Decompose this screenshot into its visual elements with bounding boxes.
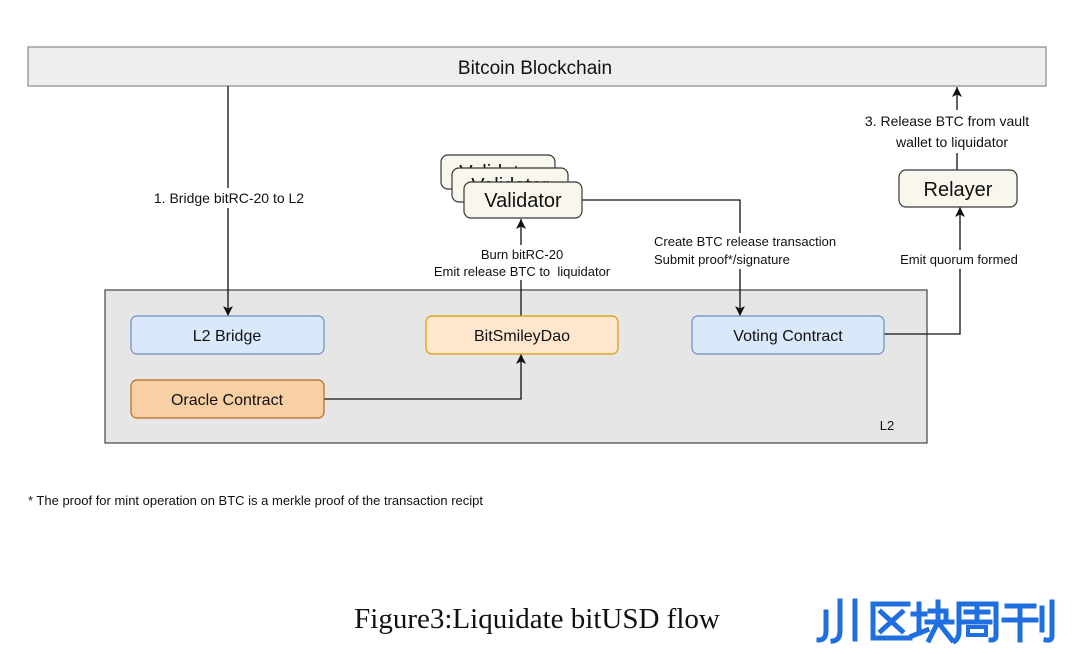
bitcoin-blockchain-box <box>27 46 1047 87</box>
logo-wordmark <box>870 599 1055 645</box>
edge-label-line-1: 3. Release BTC from vault <box>865 113 1029 129</box>
validator-label: Validator <box>484 190 562 212</box>
edge-line <box>324 354 526 400</box>
edge-label-line-1: Create BTC release transaction <box>654 234 836 249</box>
bitsmiley-dao-label: BitSmileyDao <box>474 328 570 345</box>
edge-label-line-1: Burn bitRC-20 <box>481 247 563 262</box>
edge-line <box>884 207 965 335</box>
l2-bridge-node: L2 Bridge <box>130 315 325 355</box>
edge-bridge-to-l2: 1. Bridge bitRC-20 to L2 <box>136 86 322 316</box>
bitcoin-blockchain-node: Bitcoin Blockchain <box>27 46 1047 87</box>
edge-label-line-2: wallet to liquidator <box>895 134 1008 150</box>
edge-label-line-2: Emit release BTC to liquidator <box>434 264 611 279</box>
bitsmiley-dao-box <box>425 315 619 355</box>
footnote: * The proof for mint operation on BTC is… <box>28 493 483 508</box>
edge-label: 1. Bridge bitRC-20 to L2 <box>154 190 304 206</box>
relayer-node: Relayer <box>898 169 1018 208</box>
edge-line <box>582 199 745 316</box>
edge-oracle-to-dao <box>324 354 526 400</box>
l2-bridge-label: L2 Bridge <box>193 328 262 345</box>
edge-label-line-2: Submit proof*/signature <box>654 252 790 267</box>
relayer-label: Relayer <box>924 179 993 201</box>
figure-caption: Figure3:Liquidate bitUSD flow <box>354 603 720 635</box>
oracle-contract-label: Oracle Contract <box>171 392 284 409</box>
voting-contract-label: Voting Contract <box>733 328 843 345</box>
edge-dao-to-validator: Burn bitRC-20 Emit release BTC to liquid… <box>422 219 622 316</box>
validator-box <box>463 181 583 219</box>
edge-validator-to-voting: Create BTC release transaction Submit pr… <box>582 199 857 316</box>
relayer-box <box>898 169 1018 208</box>
l2-container-label: L2 <box>880 418 894 433</box>
l2-bridge-box <box>130 315 325 355</box>
edge-label: Emit quorum formed <box>900 252 1018 267</box>
bitcoin-blockchain-label: Bitcoin Blockchain <box>458 58 612 79</box>
voting-contract-box <box>691 315 885 355</box>
voting-contract-node: Voting Contract <box>691 315 885 355</box>
logo <box>816 598 1055 645</box>
validator-stack: Validator Validator Validator <box>440 154 583 219</box>
edge-voting-to-relayer: Emit quorum formed <box>884 207 1026 335</box>
logo-icon <box>816 598 858 644</box>
edge-relayer-to-bitcoin: 3. Release BTC from vault wallet to liqu… <box>858 87 1032 170</box>
oracle-contract-box <box>130 379 325 419</box>
bitsmiley-dao-node: BitSmileyDao <box>425 315 619 355</box>
oracle-contract-node: Oracle Contract <box>130 379 325 419</box>
validator-node: Validator <box>463 181 583 219</box>
